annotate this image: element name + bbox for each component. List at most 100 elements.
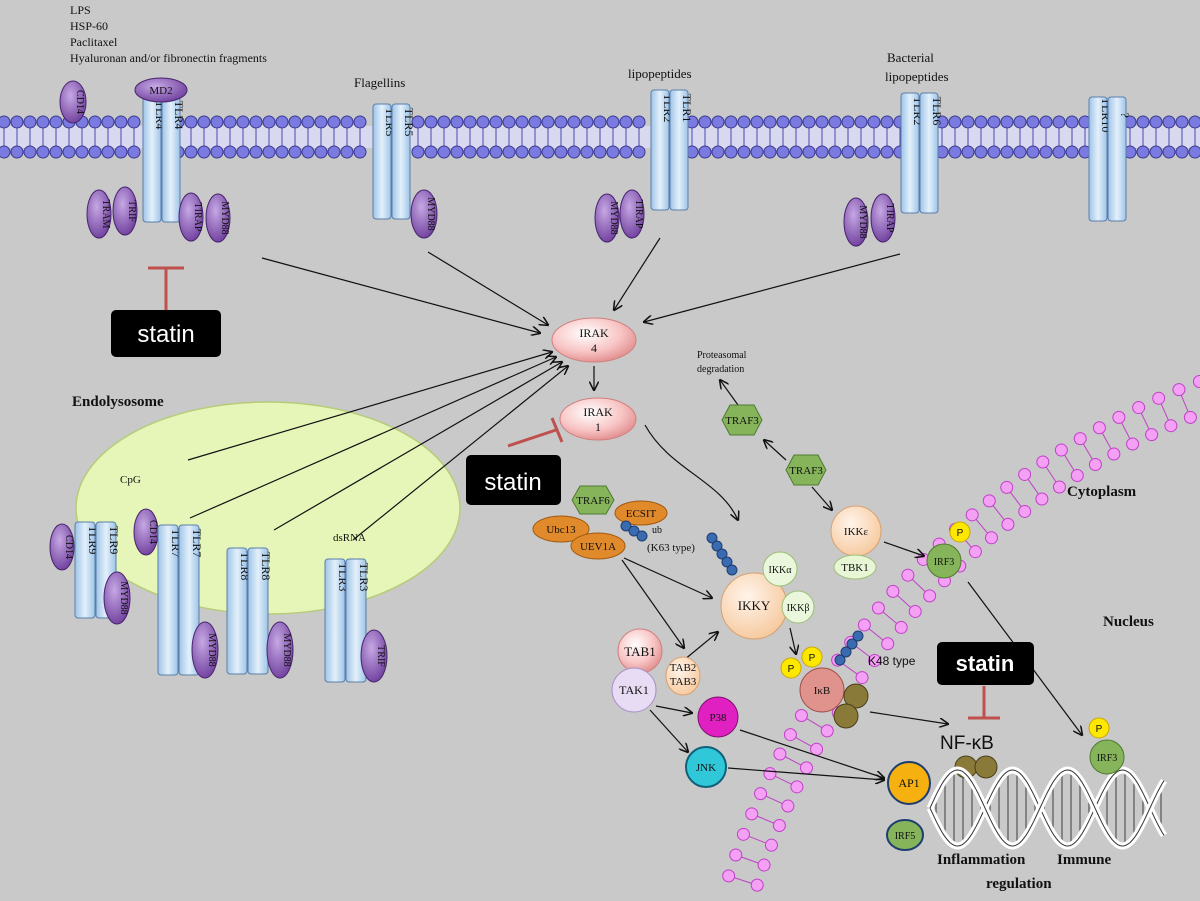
ikb	[799, 667, 845, 713]
ubc13-label: Ubc13	[546, 524, 576, 536]
tab2-label: TAB2	[670, 662, 697, 674]
nuclear-lipid-head	[1018, 467, 1032, 481]
lipid-head	[867, 115, 881, 129]
cpg-label: CpG	[120, 474, 141, 486]
lipid-head	[737, 145, 751, 159]
myd88-tlr2-1: MYD88	[594, 193, 620, 243]
nuclear-lipid-head	[923, 589, 937, 603]
cd14-endo-1-label: CD14	[63, 535, 74, 559]
statin-box-1	[111, 310, 221, 357]
lipid-head	[314, 145, 328, 159]
lipid-head	[776, 145, 790, 159]
lipid-head	[698, 145, 712, 159]
irf5-label: IRF5	[895, 831, 916, 842]
lipid-head	[554, 145, 568, 159]
nuclear-lipid-head	[781, 799, 795, 813]
md2-label: MD2	[149, 85, 172, 97]
nuclear-lipid-head	[794, 708, 808, 722]
ligand-lps: LPS	[70, 3, 91, 17]
nfkb-label: NF-κB	[940, 733, 994, 754]
p38: P38	[697, 696, 739, 738]
nuclear-lipid-head	[908, 604, 922, 618]
irf3-cytoplasm: IRF3	[926, 543, 962, 579]
irf3-label-1: IRF3	[934, 557, 955, 568]
cd14-endo-1: CD14	[49, 523, 75, 571]
tlr6: TLR6	[919, 92, 944, 214]
tab3-label: TAB3	[670, 676, 697, 688]
lipid-head	[489, 145, 503, 159]
arrow-ikb-nfkb	[869, 711, 948, 724]
ikkb-label: IKKβ	[787, 603, 810, 614]
lipid-head	[424, 115, 438, 129]
ikk-complex: IKKY IKKα IKKβ	[720, 551, 815, 640]
tlr8-b-label: TLR8	[259, 552, 273, 581]
lipid-head	[1149, 145, 1163, 159]
tab1-label: TAB1	[624, 644, 655, 659]
traf3-degraded: TRAF3	[721, 404, 763, 436]
cd14-surface-label: CD14	[74, 90, 85, 114]
nuclear-lipid-head	[763, 767, 777, 781]
lipid-head	[841, 115, 855, 129]
nuclear-lipid-head	[984, 531, 998, 545]
lipid-head	[541, 115, 555, 129]
ubc13	[532, 515, 590, 543]
nuclear-lipid-head	[722, 869, 736, 883]
nuclear-lipid-head	[901, 568, 915, 582]
lipid-head	[411, 145, 425, 159]
nuclear-lipid-head	[1183, 410, 1197, 424]
nuclear-lipid-head	[1092, 421, 1106, 435]
tlr6-label: TLR6	[930, 97, 944, 126]
trif-tlr3: TRIF	[360, 629, 388, 683]
lipid-head	[88, 115, 102, 129]
myd88-tlr2-1-label: MYD88	[608, 201, 619, 234]
nuclear-lipid-head	[871, 601, 885, 615]
traf6-label: TRAF6	[576, 495, 610, 507]
lipid-head	[236, 115, 250, 129]
nuclear-lipid-head	[886, 584, 900, 598]
nuclear-lipid-head	[820, 724, 834, 738]
lipid-head	[1013, 115, 1027, 129]
lipid-head	[593, 145, 607, 159]
nuclear-lipid-head	[1126, 437, 1140, 451]
lipid-head	[1175, 115, 1189, 129]
lipid-head	[515, 115, 529, 129]
irak4-label: IRAK	[579, 326, 609, 340]
ikky-label: IKKY	[738, 598, 771, 613]
proteasomal-label: Proteasomal	[697, 350, 747, 361]
myd88-tlr7-label: MYD88	[206, 633, 217, 666]
lipid-head	[450, 115, 464, 129]
lipid-head	[0, 115, 11, 129]
ligand-lipopeptides: lipopeptides	[628, 66, 692, 81]
lipid-head	[1136, 145, 1150, 159]
tlr4-b: TLR4	[161, 96, 186, 223]
lipid-head	[750, 145, 764, 159]
lipid-head	[463, 145, 477, 159]
ub-label: ub	[652, 525, 662, 536]
lipid-head	[49, 145, 63, 159]
traf6	[571, 485, 615, 515]
lipid-head	[75, 145, 89, 159]
statin-label-1: statin	[137, 321, 194, 348]
ikka-label: IKKα	[768, 565, 792, 576]
lipid-head	[301, 145, 315, 159]
lipid-head	[1013, 145, 1027, 159]
arrow-to-proteasome	[720, 380, 739, 406]
tram-label: TRAM	[100, 200, 111, 229]
lipid-head	[750, 115, 764, 129]
lipid-head	[711, 145, 725, 159]
lipid-head	[36, 145, 50, 159]
dna-helix	[926, 766, 1167, 850]
uev1a	[570, 532, 626, 560]
jnk: JNK	[685, 746, 727, 788]
irf3-label-2: IRF3	[1097, 753, 1118, 764]
myd88-tlr2-6: MYD88	[843, 197, 869, 247]
nuclear-lipid-head	[757, 858, 771, 872]
lipid-head	[987, 115, 1001, 129]
lipid-head	[763, 145, 777, 159]
lipid-head	[1136, 115, 1150, 129]
lipid-head	[632, 145, 646, 159]
arrow-tak1-jnk	[649, 709, 688, 752]
lipid-head	[606, 115, 620, 129]
lipid-head	[724, 115, 738, 129]
